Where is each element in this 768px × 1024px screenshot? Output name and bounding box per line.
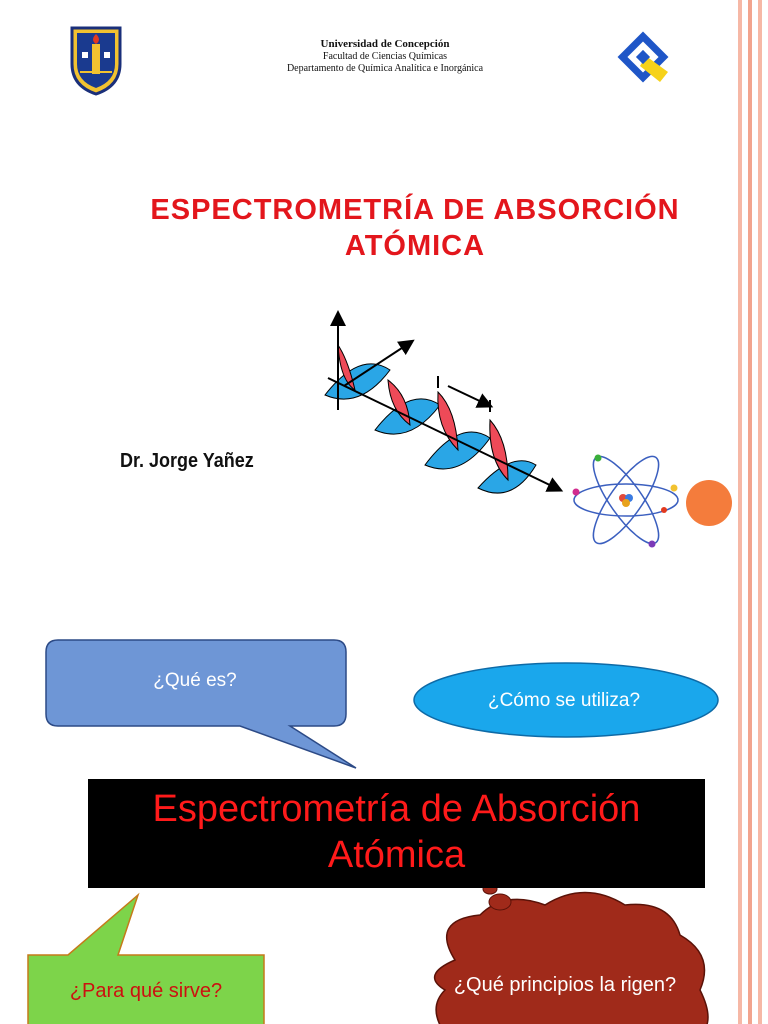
topic-banner-line2: Atómica (327, 834, 466, 876)
topic-banner-text: Espectrometría de Absorción Atómica (88, 786, 705, 878)
faculty-logo (617, 31, 669, 83)
university-crest-logo (70, 26, 122, 96)
electromagnetic-wave-illustration (324, 310, 564, 494)
atom-illustration (572, 454, 679, 548)
university-name: Universidad de Concepción (320, 38, 450, 50)
purpose-callout (27, 892, 265, 1024)
slide-title-line1: ESPECTROMETRÍA DE ABSORCIÓN (150, 194, 680, 226)
department-name: Departamento de Química Analítica e Inor… (286, 63, 484, 74)
principles-cloud-bubble (433, 891, 709, 1024)
right-border-strip (738, 0, 742, 1024)
right-border-strip (758, 0, 762, 1024)
question-what: ¿Qué es? (153, 670, 237, 691)
institution-header: Universidad de Concepción Facultad de Ci… (200, 38, 570, 75)
topic-banner (88, 779, 705, 888)
author-name: Dr. Jorge Yañez (120, 450, 254, 472)
topic-banner-line1: Espectrometría de Absorción (152, 788, 641, 830)
question-principles: ¿Qué principios la rigen? (453, 974, 677, 996)
slide-title: ESPECTROMETRÍA DE ABSORCIÓN ATÓMICA (90, 192, 740, 264)
what-speech-bubble (45, 639, 357, 769)
cloud-tail-bubble (488, 893, 512, 911)
how-oval-bubble (413, 662, 719, 738)
question-how: ¿Cómo se utiliza? (487, 690, 641, 711)
question-purpose: ¿Para qué sirve? (69, 980, 223, 1002)
right-border-strip (748, 0, 752, 1024)
faculty-name: Facultad de Ciencias Químicas (322, 51, 448, 62)
slide-title-line2: ATÓMICA (344, 230, 486, 262)
orange-circle-decoration (686, 480, 732, 526)
